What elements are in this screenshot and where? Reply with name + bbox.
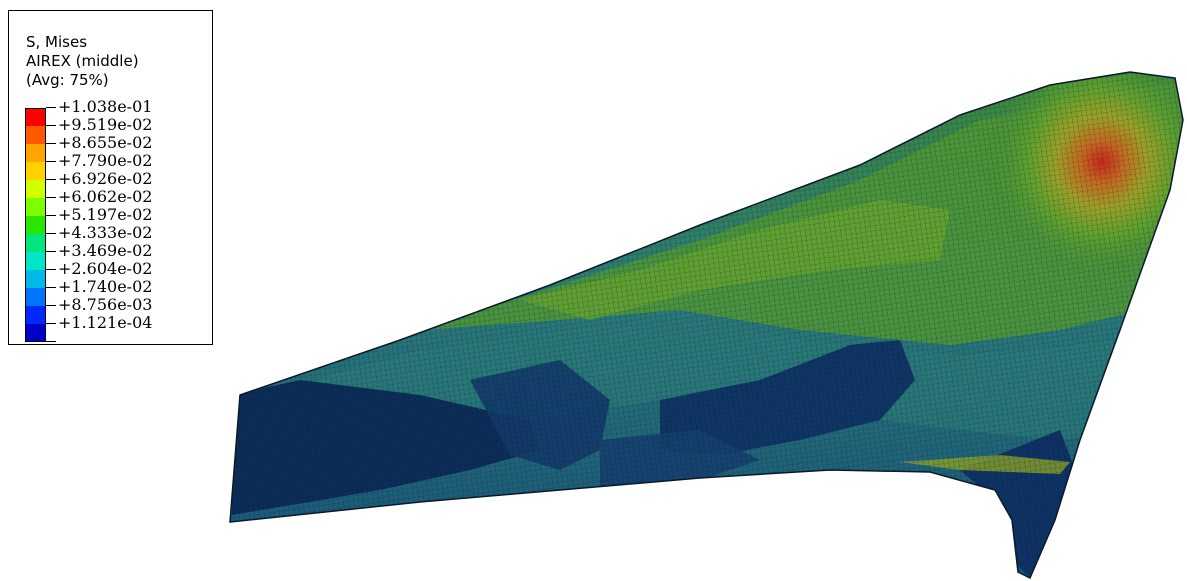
- wing-outline: [229, 71, 1184, 580]
- scale-value-label: +1.121e-04: [58, 313, 153, 332]
- scale-tick: [46, 323, 56, 324]
- scale-tick: [46, 125, 56, 126]
- scale-swatch: [25, 324, 46, 342]
- scale-tick: [46, 269, 56, 270]
- scale-swatch: [25, 198, 46, 216]
- scale-tick: [46, 215, 56, 216]
- legend-title: S, Mises AIREX (middle) (Avg: 75%): [26, 33, 139, 90]
- scale-tick: [46, 287, 56, 288]
- scale-swatch: [25, 270, 46, 288]
- scale-swatch: [25, 126, 46, 144]
- wing-surface: [230, 72, 1183, 578]
- scale-tick: [46, 179, 56, 180]
- scale-value-label: +2.604e-02: [58, 259, 153, 278]
- contour-legend: S, Mises AIREX (middle) (Avg: 75%) +1.03…: [8, 10, 213, 345]
- scale-swatch: [25, 108, 46, 126]
- scale-value-label: +1.740e-02: [58, 277, 153, 296]
- scale-swatch: [25, 288, 46, 306]
- legend-variable: S, Mises: [26, 33, 88, 51]
- scale-tick: [46, 161, 56, 162]
- scale-swatch: [25, 234, 46, 252]
- scale-value-label: +8.655e-02: [58, 133, 153, 152]
- scale-swatch: [25, 162, 46, 180]
- scale-swatch: [25, 252, 46, 270]
- scale-value-label: +4.333e-02: [58, 223, 153, 242]
- legend-section: AIREX (middle): [26, 52, 139, 70]
- scale-tick: [46, 107, 56, 108]
- scale-value-label: +8.756e-03: [58, 295, 153, 314]
- scale-value-label: +7.790e-02: [58, 151, 153, 170]
- scale-tick: [46, 341, 56, 342]
- scale-tick: [46, 143, 56, 144]
- scale-tick: [46, 197, 56, 198]
- scale-tick: [46, 305, 56, 306]
- scale-value-label: +3.469e-02: [58, 241, 153, 260]
- scale-value-label: +6.926e-02: [58, 169, 153, 188]
- legend-averaging: (Avg: 75%): [26, 71, 109, 89]
- scale-value-label: +6.062e-02: [58, 187, 153, 206]
- scale-value-label: +9.519e-02: [58, 115, 153, 134]
- scale-value-label: +5.197e-02: [58, 205, 153, 224]
- scale-swatch: [25, 180, 46, 198]
- scale-swatch: [25, 216, 46, 234]
- scale-value-label: +1.038e-01: [58, 97, 153, 116]
- scale-tick: [46, 251, 56, 252]
- scale-swatch: [25, 306, 46, 324]
- scale-tick: [46, 233, 56, 234]
- scale-swatch: [25, 144, 46, 162]
